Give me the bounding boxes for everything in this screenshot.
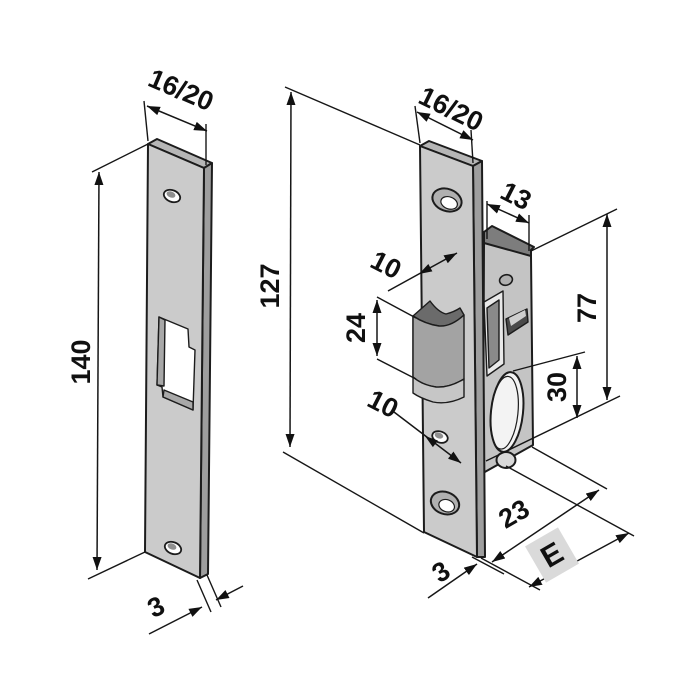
- dim-strike-width-line: [146, 105, 208, 132]
- dim-back-depth-label: 23: [493, 493, 534, 534]
- dim-case-depth-line: [486, 203, 530, 224]
- faceplate-screw-hole-top: [431, 187, 463, 213]
- mortise-lock: [412, 140, 535, 558]
- dim-faceplate-thickness-label: 3: [427, 555, 456, 588]
- latch-bolt-bottom-scoop: [412, 376, 465, 404]
- backset-highlight-box: [525, 527, 579, 583]
- dim-bottom-gap-arrow: [425, 436, 438, 448]
- lock-faceplate: [412, 140, 486, 558]
- dim-faceplate-height-label: 127: [255, 263, 285, 308]
- follower-window: [483, 290, 505, 377]
- dim-case-height-label: 77: [572, 293, 602, 323]
- dim-backset-label-group: E: [525, 527, 579, 583]
- dim-strike-thickness-line: [148, 606, 203, 635]
- dim-bottom-gap-label: 10: [363, 384, 403, 424]
- strike-screw-hole-bottom: [163, 540, 183, 556]
- dim-latch-height-label: 24: [341, 313, 371, 343]
- dim-strike-height-label: 140: [66, 339, 96, 384]
- dim-strike-height-line: [92, 171, 104, 571]
- latch-opening-left-wall: [156, 316, 166, 387]
- latch-opening-bottom-wall: [162, 389, 194, 411]
- case-hole-top: [498, 273, 514, 287]
- dim-lock-width-line: [416, 111, 474, 141]
- strike-plate-latch-opening: [156, 316, 196, 411]
- dim-cylinder-offset-label: 30: [542, 372, 572, 402]
- lock-case: [482, 225, 535, 474]
- dim-back-depth-line: [491, 489, 600, 563]
- strike-screw-hole-top: [162, 188, 182, 204]
- dim-top-gap-arrow: [419, 264, 433, 274]
- key-slot: [505, 308, 529, 336]
- dim-top-gap-label: 10: [366, 245, 406, 285]
- dim-strike-thickness-label: 3: [143, 590, 170, 624]
- latch-bolt: [412, 300, 465, 404]
- latch-bolt-front: [412, 314, 465, 388]
- faceplate-screw-hole-bottom: [429, 490, 461, 516]
- strike-plate: [144, 138, 213, 579]
- dim-faceplate-thickness-line: [427, 563, 478, 599]
- dim-faceplate-height-line: [285, 91, 296, 448]
